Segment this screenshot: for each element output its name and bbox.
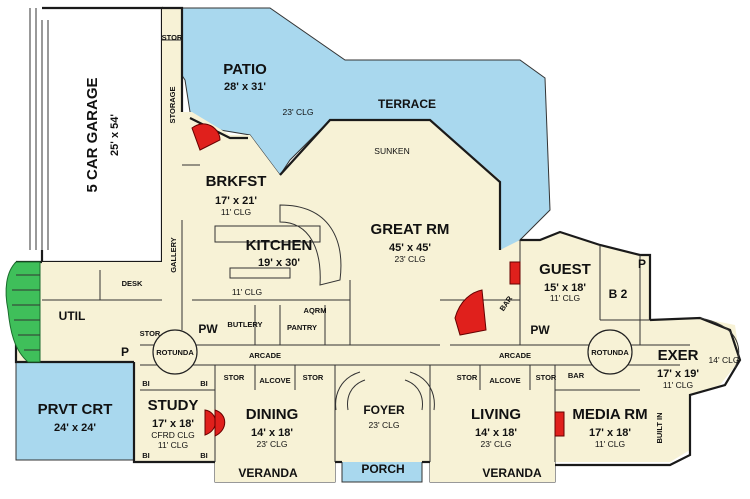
green-steps-shape [5,261,41,363]
living-clg: 23' CLG [481,439,512,449]
alcove-left-label: ALCOVE [259,376,290,385]
util-label: UTIL [59,309,86,323]
stor-d-label: STOR [536,373,557,382]
guest-clg: 11' CLG [550,293,580,303]
stor-c-label: STOR [457,373,478,382]
exer-bay-clg: 14' CLG [709,355,740,365]
foyer-stair-left [335,371,361,411]
fireplace-great-rm [454,289,487,336]
study-clg1: CFRD CLG [151,430,194,440]
arcade-right-label: ARCADE [499,351,531,360]
stor-top-label: STOR [162,33,183,42]
aqrm-label: AQRM [304,306,327,315]
study-label: STUDY [148,397,199,414]
bar-right-label: BAR [568,371,585,380]
stor-a-label: STOR [224,373,245,382]
bi-3-label: BI [142,451,150,460]
veranda-left-label: VERANDA [238,466,298,480]
arcade-left-label: ARCADE [249,351,281,360]
media-label: MEDIA RM [572,406,647,423]
study-size: 17' x 18' [152,418,194,430]
media-size: 17' x 18' [589,427,631,439]
fireplace-dining [214,409,226,437]
foyer-stair-right [409,371,435,411]
gallery-label: GALLERY [169,237,178,273]
rotunda-left-circle [152,329,198,375]
exer-bay [699,317,740,369]
brkfst-label: BRKFST [206,173,267,190]
kitchen-island [214,225,321,243]
brkfst-clg: 11' CLG [221,207,251,217]
dining-label: DINING [246,406,299,423]
p-left-label: P [121,345,129,359]
stor-b-label: STOR [303,373,324,382]
exer-clg: 11' CLG [663,380,693,390]
pw-right-label: PW [530,323,550,337]
rotunda-right-label: ROTUNDA [591,348,629,357]
foyer-label: FOYER [363,403,405,417]
kitchen-clg: 11' CLG [232,287,262,297]
kitchen-label: KITCHEN [246,237,313,254]
garage-size: 25' x 54' [109,114,121,156]
patio-size: 28' x 31' [224,81,266,93]
kitchen-fixtures [214,204,342,286]
storage-label: STORAGE [168,87,177,124]
porch-label: PORCH [361,462,404,476]
great-rm-clg: 23' CLG [395,254,426,264]
exer-size: 17' x 19' [657,368,699,380]
study-clg2: 11' CLG [158,440,188,450]
patio-clg: 23' CLG [283,107,314,117]
living-label: LIVING [471,406,521,423]
living-size: 14' x 18' [475,427,517,439]
built-in-label: BUILT IN [655,412,664,443]
bi-1-label: BI [142,379,150,388]
fireplaces [191,123,565,437]
dining-clg: 23' CLG [257,439,288,449]
bi-4-label: BI [200,451,208,460]
media-clg: 11' CLG [595,439,625,449]
pantry-label: PANTRY [287,323,317,332]
guest-label: GUEST [539,261,591,278]
fireplace-brkfst [191,123,221,151]
butlery-label: BUTLERY [227,320,262,329]
green-steps [5,261,41,363]
guest-size: 15' x 18' [544,282,586,294]
garage-label: 5 CAR GARAGE [84,77,101,192]
prvt-crt-size: 24' x 24' [54,422,96,434]
kitchen-size: 19' x 30' [258,257,300,269]
veranda-right-label: VERANDA [482,466,542,480]
fireplace-media [554,411,565,437]
desk-label: DESK [122,279,143,288]
rotunda-left-label: ROTUNDA [156,348,194,357]
fireplace-guest [509,261,521,285]
prvt-crt-label: PRVT CRT [38,401,113,418]
exer-label: EXER [658,347,699,364]
prvt-crt-area [15,361,135,461]
bi-2-label: BI [200,379,208,388]
brkfst-size: 17' x 21' [215,195,257,207]
sunken-label: SUNKEN [374,146,409,156]
p-right-label: P [638,257,646,271]
b2-label: B 2 [609,287,628,301]
terrace-label: TERRACE [378,97,436,111]
labels: 5 CAR GARAGE 25' x 54' STOR STORAGE PATI… [38,33,740,480]
rotunda-right-circle [587,329,633,375]
garage-floor [42,8,162,262]
foyer-clg: 23' CLG [369,420,400,430]
great-rm-label: GREAT RM [371,221,450,238]
alcove-right-label: ALCOVE [489,376,520,385]
dining-size: 14' x 18' [251,427,293,439]
pw-left-label: PW [198,322,218,336]
great-rm-size: 45' x 45' [389,242,431,254]
patio-label: PATIO [223,61,267,78]
stor-left-label: STOR [140,329,161,338]
